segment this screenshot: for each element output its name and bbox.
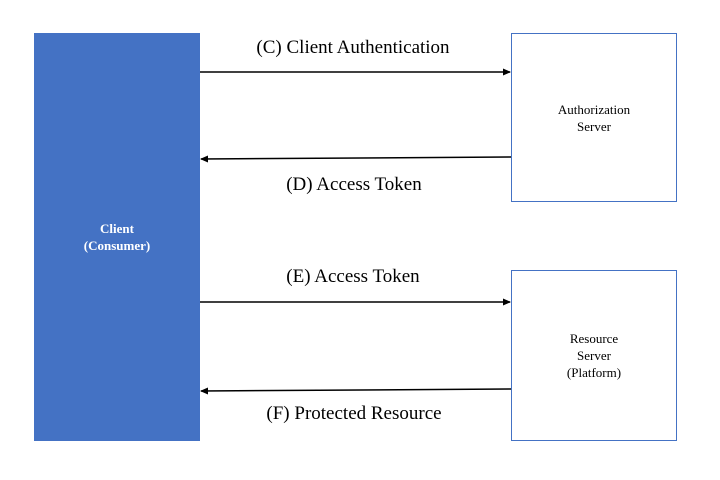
- authorization-server-label-2: Server: [577, 118, 611, 134]
- authorization-server-label-1: Authorization: [557, 101, 631, 117]
- authorization-server-box: Authorization Server: [511, 33, 677, 202]
- arrow-f-protected-resource: [200, 387, 512, 395]
- flow-f-label: (F) Protected Resource: [266, 403, 442, 424]
- flow-c-label: (C) Client Authentication: [256, 37, 450, 58]
- client-consumer-label: (Consumer): [83, 238, 151, 253]
- client-consumer-box: Client (Consumer): [34, 33, 200, 441]
- client-label: Client: [100, 221, 134, 236]
- flow-e-label: (E) Access Token: [286, 266, 420, 287]
- flow-d-label: (D) Access Token: [286, 174, 422, 195]
- resource-server-label-1: Resource: [569, 331, 619, 346]
- resource-server-label-2: Server: [577, 348, 611, 363]
- resource-server-label-3: (Platform): [566, 365, 622, 380]
- resource-server-box: Resource Server (Platform): [511, 270, 677, 441]
- arrow-d-access-token: [200, 155, 512, 163]
